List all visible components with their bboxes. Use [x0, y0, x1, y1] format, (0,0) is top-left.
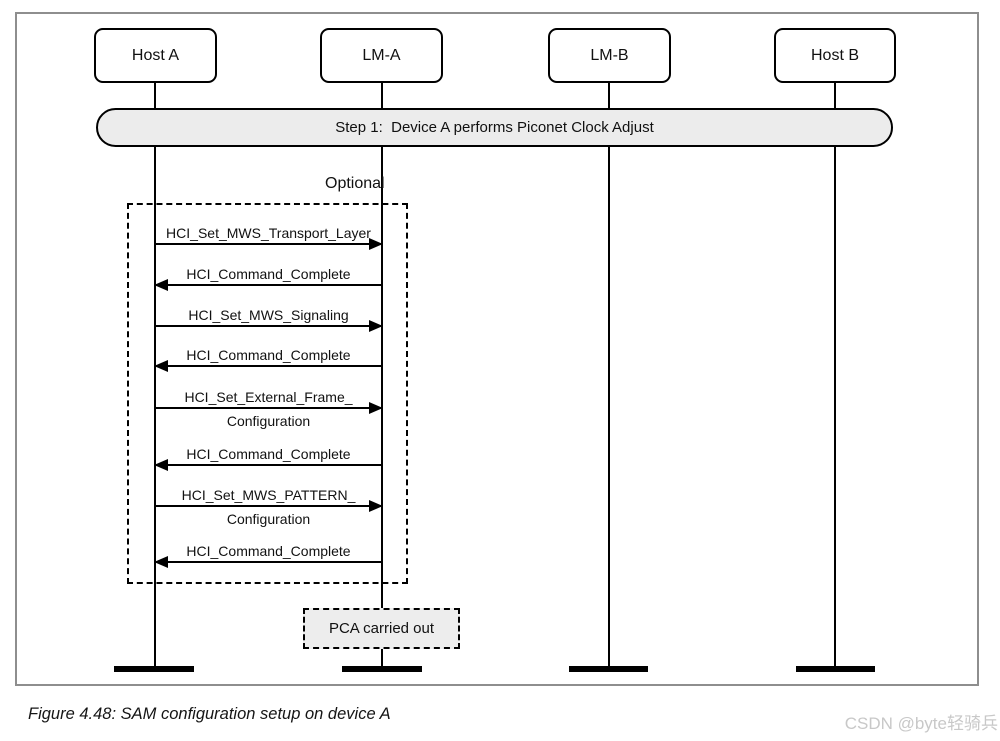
participant-lm-b: LM-B [548, 28, 671, 83]
arrow-line [155, 284, 382, 286]
step-banner: Step 1: Device A performs Piconet Clock … [96, 108, 893, 147]
participant-host-a: Host A [94, 28, 217, 83]
step-banner-text: Step 1: Device A performs Piconet Clock … [335, 119, 654, 136]
participant-label: Host A [131, 46, 180, 64]
arrowhead-right-icon [369, 238, 383, 250]
message-label-line2: Configuration [226, 413, 311, 429]
arrowhead-right-icon [369, 320, 383, 332]
lifeline-end-bar-lm-b [569, 666, 648, 672]
arrow-line [155, 464, 382, 466]
message-label: HCI_Command_Complete [186, 543, 351, 559]
arrow-line [155, 243, 382, 245]
lifeline-lm-a [381, 83, 383, 666]
lifeline-host-b [834, 83, 836, 666]
participant-label: LM-A [362, 46, 401, 64]
figure-caption: Figure 4.48: SAM configuration setup on … [28, 705, 391, 723]
participant-host-b: Host B [774, 28, 896, 83]
arrow-line [155, 505, 382, 507]
message-label: HCI_Set_MWS_Signaling [188, 307, 349, 323]
arrowhead-right-icon [369, 402, 383, 414]
watermark-text: CSDN @byte轻骑兵 [844, 714, 998, 733]
lifeline-end-bar-host-b [796, 666, 875, 672]
arrow-line [155, 365, 382, 367]
message-label-line2: Configuration [226, 511, 311, 527]
participant-lm-a: LM-A [320, 28, 443, 83]
arrow-line [155, 325, 382, 327]
lifeline-end-bar-lm-a [342, 666, 422, 672]
message-label: HCI_Command_Complete [186, 266, 351, 282]
participant-label: Host B [810, 46, 859, 64]
pca-note-text: PCA carried out [328, 620, 435, 637]
message-label: HCI_Set_External_Frame_ [184, 389, 353, 405]
message-label: HCI_Set_MWS_Transport_Layer [166, 225, 371, 241]
arrow-line [155, 407, 382, 409]
optional-group-box [127, 203, 408, 584]
arrow-line [155, 561, 382, 563]
arrowhead-left-icon [154, 360, 168, 372]
arrowhead-left-icon [154, 279, 168, 291]
arrowhead-left-icon [154, 459, 168, 471]
arrowhead-left-icon [154, 556, 168, 568]
arrowhead-right-icon [369, 500, 383, 512]
participant-label: LM-B [590, 46, 629, 64]
optional-label: Optional [325, 175, 385, 192]
pca-note-box: PCA carried out [303, 608, 460, 649]
message-label: HCI_Command_Complete [186, 446, 351, 462]
message-label: HCI_Command_Complete [186, 347, 351, 363]
lifeline-end-bar-host-a [114, 666, 194, 672]
message-label: HCI_Set_MWS_PATTERN_ [181, 487, 356, 503]
lifeline-host-a [154, 83, 156, 666]
lifeline-lm-b [608, 83, 610, 666]
